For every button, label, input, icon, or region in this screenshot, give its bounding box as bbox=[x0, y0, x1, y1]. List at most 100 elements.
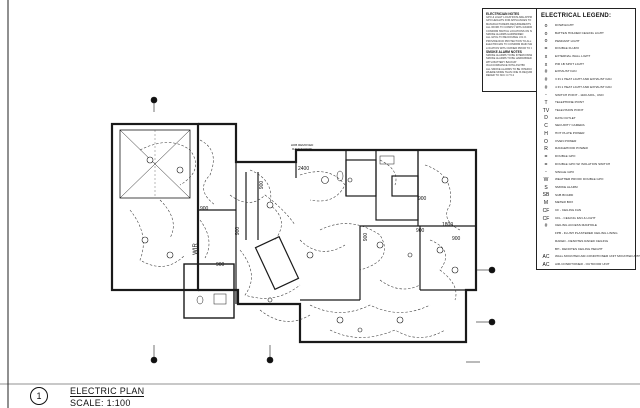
legend-label: SUB BOARD bbox=[555, 192, 574, 197]
legend-item: #EXHAUST FAN bbox=[540, 69, 577, 76]
legend-item: TV TELEVISION POINT bbox=[540, 108, 584, 114]
legend-item: R RANGEHOOD POWER bbox=[540, 146, 588, 152]
legend-symbol-icon: = bbox=[544, 161, 548, 168]
legend-symbol-icon: CF bbox=[542, 215, 550, 222]
light-fixtures bbox=[141, 156, 459, 333]
legend-label: CEILING ACCESS MANHOLE bbox=[555, 223, 597, 228]
legend-symbol-icon bbox=[540, 231, 552, 237]
legend-label: WEATHER PROOF DOUBLE GPO bbox=[555, 177, 604, 182]
legend-label: OVEN POWER bbox=[555, 138, 577, 143]
legend-symbol-icon: S bbox=[544, 184, 548, 191]
note-line: MANUFACTURERS REQUIREMENTS bbox=[486, 22, 531, 26]
legend-symbol-icon: # bbox=[544, 69, 548, 76]
plan-scale: SCALE: 1:100 bbox=[70, 398, 131, 408]
legend-item: o DOWNLIGHT bbox=[540, 23, 574, 29]
legend-symbol-icon: AC bbox=[542, 254, 550, 260]
legend-item: = DOUBLE FLURO bbox=[540, 46, 580, 53]
note-line: WITH BATTERY BACKUP bbox=[486, 60, 517, 64]
legend-item: BH - DENOTES CEILING HEIGHT bbox=[540, 246, 603, 252]
legend-label: RANGEHOOD POWER bbox=[555, 146, 588, 151]
electrician-notes-title: ELECTRICIAN NOTES bbox=[486, 12, 520, 16]
legend-symbol-icon: # bbox=[544, 76, 548, 83]
legend-item: - SWITCH POINT - 1100 AFFL, UNO bbox=[540, 92, 604, 98]
legend-symbol-icon: M bbox=[543, 200, 549, 207]
note-line: PROVIDE RCD PROTECTION TO ALL CIRCUITS bbox=[486, 39, 532, 43]
legend-label: EXTERNAL WALL LIGHT bbox=[555, 54, 591, 59]
legend-item: AC WALL MOUNTED AIR-CONDITIONER UNIT MOUN… bbox=[540, 254, 640, 260]
legend-item: #4 IN 1 HEAT LIGHT AND EXHAUST FAN bbox=[540, 85, 612, 91]
legend-symbol-icon: TV bbox=[542, 107, 550, 114]
legend-item: o PENDANT LIGHT bbox=[540, 38, 580, 44]
legend-symbol-icon: - bbox=[545, 169, 547, 176]
legend-item: # CEILING ACCESS MANHOLE bbox=[540, 223, 597, 229]
door-label: 900 bbox=[259, 180, 266, 190]
legend-symbol-icon: # bbox=[544, 223, 548, 230]
legend-label: WALL MOUNTED AIR-CONDITIONER UNIT MOUNTE… bbox=[555, 254, 640, 259]
legend-label: TELEVISION POINT bbox=[555, 107, 584, 112]
note-line: GPO & LIGHT LOCATIONS ARE APPROX. ONLY bbox=[486, 16, 532, 19]
legend-symbol-icon: H bbox=[544, 130, 548, 137]
legend-label: RAKED - DENOTES RAKED CEILING bbox=[555, 238, 609, 243]
legend-symbol-icon: = bbox=[544, 46, 548, 53]
legend-label: METER BOX bbox=[555, 200, 574, 205]
note-line: SMOKE ALARMS HARDWIRED bbox=[486, 33, 524, 36]
note-line: WHERE MORE THAN ONE IS REQUIRED bbox=[486, 71, 532, 74]
note-line: CONFIRM SWITCH LOCATIONS ON SITE bbox=[486, 29, 532, 33]
house-outline bbox=[183, 122, 478, 344]
legend-label: DOUBLE FLURO bbox=[555, 46, 580, 51]
grid-markers bbox=[150, 96, 496, 364]
interior-walls bbox=[198, 149, 476, 304]
legend-label: PENDANT LIGHT bbox=[555, 38, 580, 43]
legend-symbol-icon: AC bbox=[542, 261, 550, 268]
legend-label: DOWNLIGHT bbox=[555, 23, 574, 28]
legend-symbol-icon: T bbox=[544, 100, 548, 106]
legend-label: DOUBLE GPO bbox=[555, 154, 576, 159]
legend-symbol-icon bbox=[540, 239, 552, 245]
door-label: 900 bbox=[363, 232, 370, 242]
legend-item: FPB - FLUSH PLASTERED CEILING LINING bbox=[540, 231, 618, 237]
legend-label: SINGLE GPO bbox=[555, 169, 575, 174]
note-line: ALL GPOs TO BE DOUBLE U.N.O. bbox=[486, 36, 527, 40]
legend-item: =DOUBLE GPO bbox=[540, 154, 576, 160]
legend-label: SWITCH POINT - 1100 AFFL, UNO bbox=[555, 92, 604, 97]
notes-panel: ELECTRICIAN NOTES GPO & LIGHT LOCATIONS … bbox=[482, 8, 536, 92]
legend-symbol-icon: R bbox=[544, 146, 548, 153]
legend-label: DOUBLE GPO W/ ISOLATION SWITCH bbox=[555, 161, 611, 166]
legend-symbol-icon: # bbox=[544, 84, 548, 91]
legend-symbol-icon: o bbox=[544, 30, 548, 37]
legend-item: T TELEPHONE POINT bbox=[540, 100, 584, 106]
drawing-title-block: 1 ELECTRIC PLAN SCALE: 1:100 bbox=[30, 386, 230, 408]
note-line: REFER TO NCC 3.7.5.2 bbox=[486, 74, 515, 78]
legend-symbol-icon: - bbox=[545, 92, 547, 99]
legend-label: 3 IN 1 HEAT LIGHT AND EXHAUST FAN bbox=[555, 77, 612, 82]
legend-label: CF - CEILING FAN bbox=[555, 208, 582, 213]
door-label: 900 bbox=[418, 196, 427, 202]
legend-symbol-icon: O bbox=[544, 138, 548, 145]
door-label: 900 bbox=[216, 262, 225, 268]
note-line: IN ACCORDANCE WITH AS3786 bbox=[486, 64, 525, 68]
rangehood-note: HOB REMOVED RANGEHOOD bbox=[290, 143, 314, 151]
legend-symbol-icon: o bbox=[544, 23, 548, 29]
legend-symbol-icon: o bbox=[544, 38, 548, 45]
note-line: ALL WORK TO COMPLY WITH AS3000 bbox=[486, 26, 532, 30]
legend-symbol-icon: SB bbox=[542, 192, 550, 199]
note-line: SMOKE ALARMS TO BE INTERCONNECTED bbox=[486, 54, 532, 57]
legend-label: FPB - FLUSH PLASTERED CEILING LINING bbox=[555, 231, 618, 236]
legend-item: O OVEN POWER bbox=[540, 139, 576, 145]
note-line: SMOKE ALARMS TO BE HARDWIRED bbox=[486, 57, 532, 61]
legend-item: SB SUB BOARD bbox=[540, 192, 574, 199]
note-line: LOCATION WITH OWNER PRIOR TO COMMENCING bbox=[486, 46, 532, 50]
legend-symbol-icon: C bbox=[544, 123, 548, 130]
legend-label: DATA OUTLET bbox=[555, 115, 576, 120]
legend-label: TELEPHONE POINT bbox=[555, 100, 585, 105]
legend-item: M METER BOX bbox=[540, 200, 573, 206]
